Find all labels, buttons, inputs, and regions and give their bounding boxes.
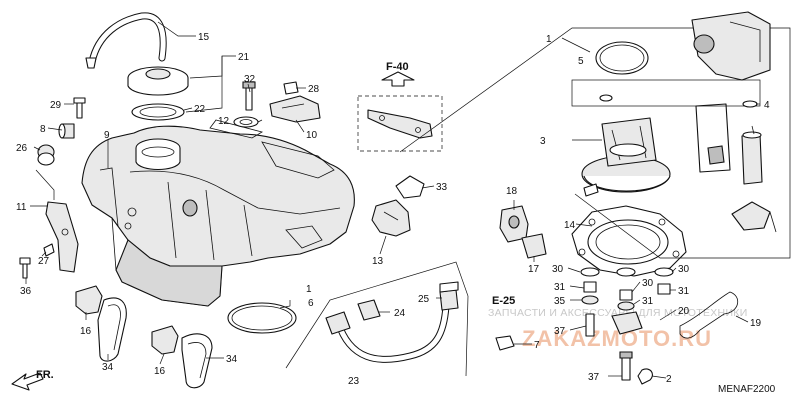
part-number-13[interactable]: 13 xyxy=(372,256,384,267)
part-number-24[interactable]: 24 xyxy=(394,308,406,319)
part-number-26[interactable]: 26 xyxy=(16,143,28,154)
part-number-34-upper[interactable]: 34 xyxy=(102,362,114,373)
fuel-pump-assembly-box xyxy=(399,11,791,259)
part-number-1-tank[interactable]: 1 xyxy=(306,284,312,295)
part-number-11[interactable]: 11 xyxy=(16,202,27,213)
part-number-32[interactable]: 32 xyxy=(244,74,256,85)
bracket-and-cushion xyxy=(371,175,425,237)
fuel-hose-assembly xyxy=(285,261,515,377)
part-number-6[interactable]: 6 xyxy=(308,298,314,309)
part-number-33[interactable]: 33 xyxy=(436,182,448,193)
part-number-14[interactable]: 14 xyxy=(564,220,576,231)
watermark-line-2: ZAKAZMOTO.RU xyxy=(522,326,712,351)
ref-f40[interactable]: F-40 xyxy=(386,61,409,73)
washers-and-bolts xyxy=(580,267,738,385)
part-number-3[interactable]: 3 xyxy=(540,136,546,147)
part-number-37-upper[interactable]: 37 xyxy=(554,326,566,337)
part-number-8[interactable]: 8 xyxy=(40,124,46,135)
part-number-25[interactable]: 25 xyxy=(418,294,430,305)
ref-e25[interactable]: E-25 xyxy=(492,295,515,307)
part-number-20[interactable]: 20 xyxy=(678,306,690,317)
tank-rubbers xyxy=(75,285,213,389)
part-number-7[interactable]: 7 xyxy=(534,340,540,351)
part-number-16-upper[interactable]: 16 xyxy=(80,326,92,337)
part-number-12[interactable]: 12 xyxy=(218,116,230,127)
part-number-19[interactable]: 19 xyxy=(750,318,762,329)
part-number-31-right[interactable]: 31 xyxy=(678,286,690,297)
part-number-23[interactable]: 23 xyxy=(348,376,360,387)
part-number-30-right[interactable]: 30 xyxy=(678,264,690,275)
part-number-5[interactable]: 5 xyxy=(578,56,584,67)
part-number-1-pump[interactable]: 1 xyxy=(546,34,552,45)
part-number-17[interactable]: 17 xyxy=(528,264,540,275)
top-center-parts xyxy=(233,81,321,128)
part-number-22[interactable]: 22 xyxy=(194,104,206,115)
watermark-line-1: ЗАПЧАСТИ И АКСЕССУАРЫ ДЛЯ МОТОТЕХНИКИ xyxy=(488,307,748,319)
fuel-cap-assembly xyxy=(85,12,189,121)
tank-o-ring xyxy=(227,302,297,334)
part-number-16-lower[interactable]: 16 xyxy=(154,366,166,377)
part-number-37-lower[interactable]: 37 xyxy=(588,372,600,383)
part-number-21[interactable]: 21 xyxy=(238,52,250,63)
part-number-31-mid[interactable]: 31 xyxy=(642,296,654,307)
part-number-10[interactable]: 10 xyxy=(306,130,318,141)
part-number-labels: 15 21 22 29 8 9 26 11 27 36 32 12 28 10 … xyxy=(16,32,770,387)
part-number-31-left[interactable]: 31 xyxy=(554,282,566,293)
part-number-30-left[interactable]: 30 xyxy=(552,264,564,275)
leader-lines xyxy=(25,21,760,379)
part-number-36[interactable]: 36 xyxy=(20,286,32,297)
part-number-4[interactable]: 4 xyxy=(764,100,770,111)
part-number-30-mid[interactable]: 30 xyxy=(642,278,654,289)
diagram-code: MENAF2200 xyxy=(718,384,776,395)
left-mount-parts xyxy=(19,97,86,279)
part-number-34-lower[interactable]: 34 xyxy=(226,354,238,365)
part-number-29[interactable]: 29 xyxy=(50,100,62,111)
gasket-plate xyxy=(499,205,687,277)
f40-reference-box xyxy=(357,71,443,152)
part-number-2[interactable]: 2 xyxy=(666,374,672,385)
tank-o-ring-inner xyxy=(231,305,293,331)
front-direction-arrow: FR. xyxy=(11,369,54,391)
fuel-tank xyxy=(81,119,355,307)
part-number-27[interactable]: 27 xyxy=(38,256,50,267)
part-number-35[interactable]: 35 xyxy=(554,296,566,307)
part-number-15[interactable]: 15 xyxy=(198,32,210,43)
part-number-18[interactable]: 18 xyxy=(506,186,518,197)
part-number-28[interactable]: 28 xyxy=(308,84,320,95)
front-direction-label: FR. xyxy=(36,369,54,381)
part-number-9[interactable]: 9 xyxy=(104,130,110,141)
